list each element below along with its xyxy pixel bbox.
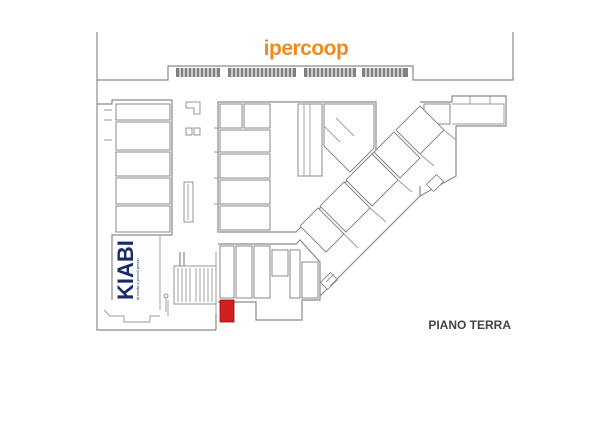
ipercoop-area[interactable]: ipercoop <box>96 32 514 96</box>
highlighted-store[interactable] <box>219 299 235 323</box>
kiabi-store[interactable]: KIABI la moda a piccoli prezzi <box>113 240 140 300</box>
left-wing <box>96 96 216 331</box>
lower-block <box>215 239 321 330</box>
right-wing <box>299 95 507 297</box>
central-fixtures <box>183 101 201 223</box>
checkout-rows <box>176 68 408 77</box>
ipercoop-logo: ipercoop <box>264 37 349 60</box>
floor-label: PIANO TERRA <box>428 318 511 332</box>
escalator[interactable] <box>163 252 217 312</box>
kiabi-tagline: la moda a piccoli prezzi <box>135 258 140 300</box>
kiabi-logo: KIABI <box>113 240 138 300</box>
central-block <box>214 101 377 233</box>
